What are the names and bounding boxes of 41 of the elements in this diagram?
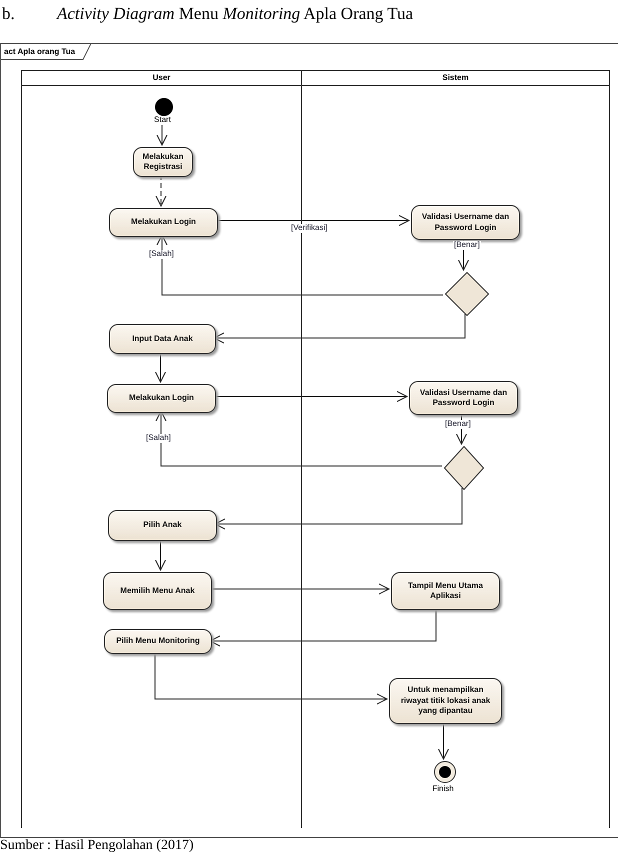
action-node: Melakukan Login bbox=[107, 384, 216, 413]
action-node: Memilih Menu Anak bbox=[103, 572, 212, 610]
guard-label: [Salah] bbox=[145, 434, 172, 443]
action-node: Untuk menampilkan riwayat titik lokasi anak yang dipantau bbox=[389, 678, 502, 724]
guard-label: [Benar] bbox=[453, 241, 481, 250]
control-flow-arrow bbox=[155, 352, 166, 382]
control-flow-arrow bbox=[214, 488, 462, 530]
control-flow-arrow bbox=[210, 584, 390, 594]
control-flow-arrow bbox=[216, 215, 410, 226]
guard-label: [Verifikasi] bbox=[290, 224, 328, 233]
action-node: Input Data Anak bbox=[109, 324, 216, 354]
control-flow-arrow bbox=[214, 391, 408, 402]
frame-title: act Apla orang Tua bbox=[4, 47, 76, 56]
section-label: b. bbox=[2, 4, 15, 24]
control-flow-arrow bbox=[214, 314, 466, 344]
caption: Sumber : Hasil Pengolahan (2017) bbox=[0, 838, 194, 854]
action-node: Pilih Anak bbox=[108, 510, 217, 541]
frame bbox=[0, 43, 618, 838]
action-node: Melakukan Login bbox=[109, 208, 218, 237]
control-flow-arrow bbox=[438, 722, 449, 760]
initial-node bbox=[155, 98, 173, 116]
lane-header: Sistem bbox=[302, 71, 609, 86]
guard-label: [Salah] bbox=[148, 250, 175, 259]
decision-diamond bbox=[444, 446, 484, 490]
control-flow-arrow bbox=[156, 410, 442, 466]
control-flow-arrow bbox=[210, 608, 436, 646]
guard-label: [Benar] bbox=[444, 420, 472, 429]
decision-diamond bbox=[445, 272, 489, 316]
lane-header: User bbox=[22, 71, 301, 86]
title: Activity Diagram Menu Monitoring Apla Orang Tua bbox=[57, 4, 414, 24]
control-flow-arrow bbox=[156, 174, 166, 206]
node-caption: Start bbox=[152, 116, 173, 125]
action-node: Tampil Menu Utama Aplikasi bbox=[391, 572, 500, 610]
action-node: Melakukan Registrasi bbox=[133, 147, 193, 177]
control-flow-arrow bbox=[156, 234, 444, 296]
action-node: Validasi Username dan Password Login bbox=[411, 205, 520, 240]
control-flow-arrow bbox=[154, 652, 388, 704]
action-node: Pilih Menu Monitoring bbox=[104, 629, 212, 654]
final-node bbox=[434, 761, 456, 783]
action-node: Validasi Username dan Password Login bbox=[409, 381, 518, 415]
control-flow-arrow bbox=[155, 538, 166, 570]
